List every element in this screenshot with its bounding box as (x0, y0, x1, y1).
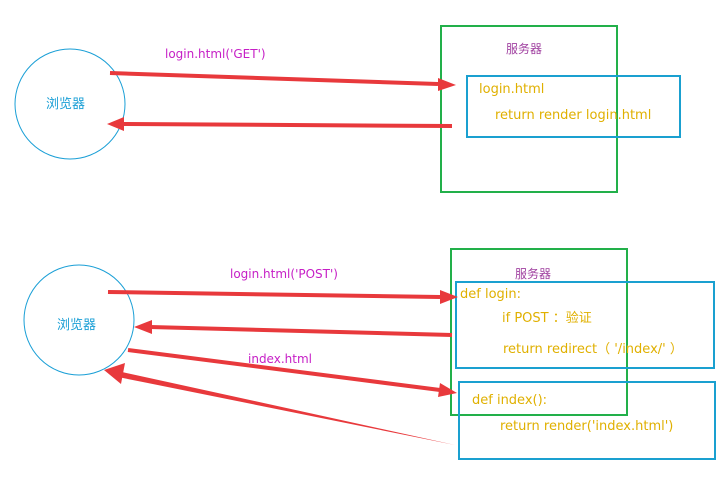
browser-circle-top (14, 48, 126, 160)
arrowhead-index-request (438, 383, 457, 397)
code-box-login (455, 281, 715, 369)
server-label-top: 服务器 (506, 41, 542, 56)
arrow-index-response (118, 372, 455, 445)
request-label-post: login.html('POST') (230, 267, 338, 281)
code-def-index: def index(): (472, 393, 547, 408)
code-def-login: def login: (460, 287, 521, 302)
server-label-bottom: 服务器 (515, 266, 551, 281)
code-return-redirect: return redirect（ '/index/' ） (503, 342, 683, 357)
browser-label-top: 浏览器 (46, 96, 85, 112)
arrow-post-request (107, 290, 441, 299)
code-line-return-render: return render login.html (495, 108, 651, 123)
arrowhead-redirect-response (134, 320, 152, 334)
arrowhead-get-response (107, 117, 124, 131)
arrow-index-request (127, 348, 441, 392)
browser-label-bottom: 浏览器 (57, 317, 96, 333)
code-box-top (466, 75, 681, 138)
arrowhead-post-request (440, 290, 458, 304)
code-box-index (458, 381, 716, 460)
code-if-post: if POST ：验证 (502, 310, 592, 326)
server-box-top (440, 25, 618, 193)
arrowhead-get-request (438, 78, 456, 91)
arrow-get-request (109, 71, 439, 86)
browser-circle-bottom (23, 264, 135, 376)
code-return-render-index: return render('index.html') (500, 419, 673, 434)
request-label-get: login.html('GET') (165, 47, 266, 61)
code-line-login-html: login.html (479, 82, 544, 97)
arrowhead-index-response (104, 363, 125, 384)
arrow-redirect-response (149, 325, 453, 337)
server-box-bottom (450, 248, 628, 416)
redirect-label-index: index.html (248, 352, 312, 366)
arrow-get-response (121, 122, 453, 128)
